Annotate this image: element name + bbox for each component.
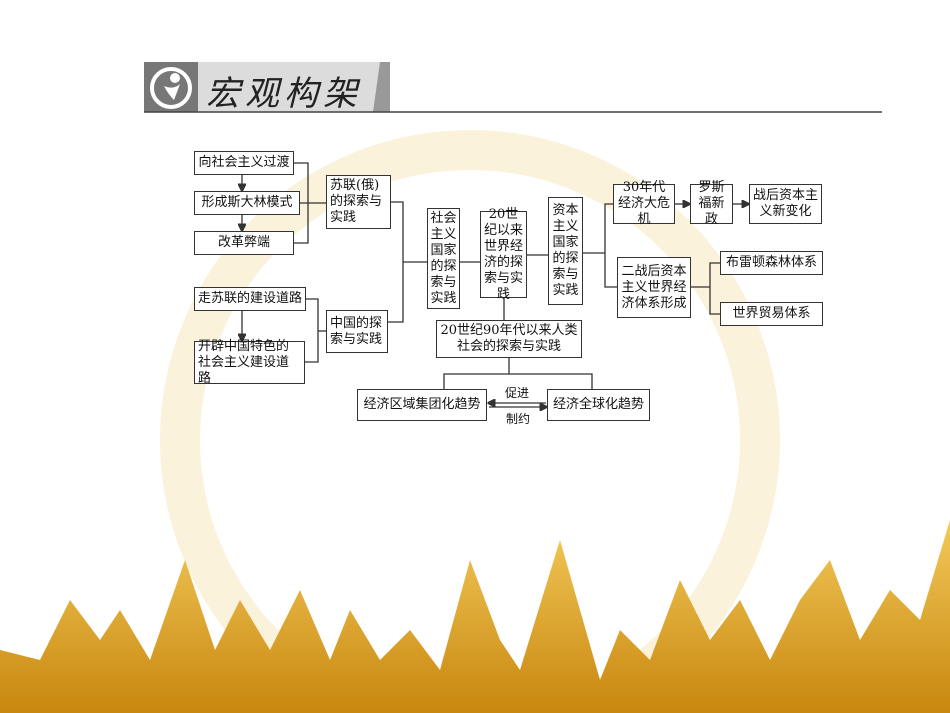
box-bretton-woods: 布雷顿森林体系 <box>720 251 823 275</box>
label-promote: 促进 <box>505 386 530 400</box>
box-center-topic: 20世纪以来世界经济的探索与实践 <box>480 207 527 302</box>
box-capitalist-countries: 资本主义国家的探索与实践 <box>548 197 583 305</box>
watermark-circle <box>160 130 780 713</box>
person-circle-icon <box>150 67 192 109</box>
banner-shape <box>144 62 882 113</box>
box-reform-drawbacks: 改革弊端 <box>194 231 294 255</box>
box-stalin-model: 形成斯大林模式 <box>194 191 300 215</box>
box-china-exploration: 中国的探索与实践 <box>326 310 388 353</box>
box-socialist-countries: 社会主义国家的探索与实践 <box>427 208 460 309</box>
box-new-deal: 罗斯福新政 <box>690 180 733 227</box>
box-since-90s: 20世纪90年代以来人类社会的探索与实践 <box>436 320 582 358</box>
mountain-silhouette <box>0 520 950 713</box>
box-ussr-exploration: 苏联(俄)的探索与实践 <box>326 175 391 229</box>
box-chinese-socialism: 开辟中国特色的社会主义建设道路 <box>194 339 305 386</box>
box-postwar-change: 战后资本主义新变化 <box>749 184 822 224</box>
box-follow-ussr: 走苏联的建设道路 <box>194 287 306 311</box>
box-regional-integration: 经济区域集团化趋势 <box>357 389 487 421</box>
box-globalization: 经济全球化趋势 <box>547 389 650 421</box>
box-wto: 世界贸易体系 <box>720 302 823 326</box>
box-transition-to-socialism: 向社会主义过渡 <box>194 151 294 175</box>
box-great-depression: 30年代经济大危机 <box>613 180 675 227</box>
page-title: 宏观构架 <box>206 74 362 114</box>
label-restrict: 制约 <box>506 412 531 426</box>
box-postwar-system: 二战后资本主义世界经济体系形成 <box>617 257 691 318</box>
